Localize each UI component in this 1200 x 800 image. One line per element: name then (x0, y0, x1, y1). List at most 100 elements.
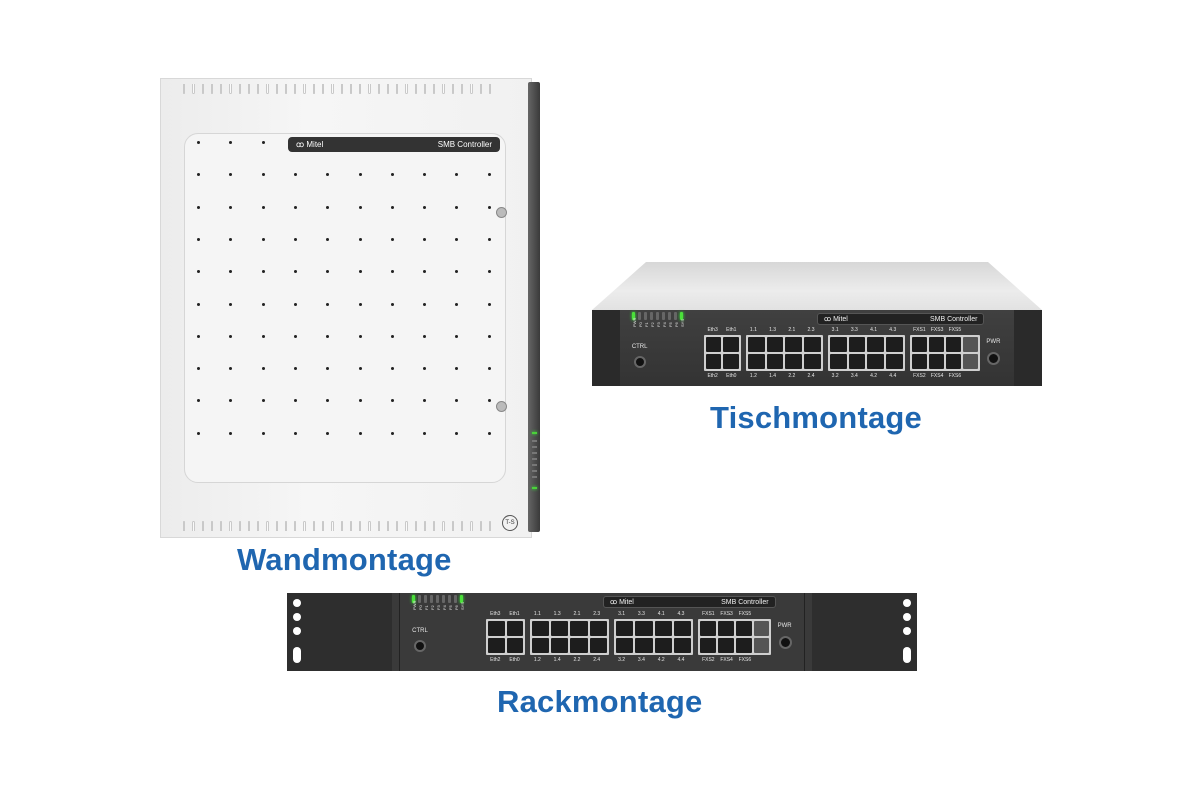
brand-name: Mitel (833, 316, 848, 323)
rj45-port[interactable] (748, 353, 765, 369)
rj45-port[interactable] (570, 620, 588, 637)
port-label: 3.4 (637, 657, 645, 664)
rj45-port[interactable] (963, 353, 979, 369)
rj45-port[interactable] (911, 337, 927, 352)
analog-ports-1[interactable] (529, 618, 610, 656)
led-indicator (532, 464, 537, 466)
rj45-port[interactable] (867, 353, 884, 369)
rj45-port[interactable] (551, 638, 569, 654)
vent-slot (470, 521, 473, 531)
rj45-port[interactable] (804, 353, 821, 369)
rj45-port[interactable] (488, 638, 505, 654)
vent-dot (326, 302, 330, 306)
ctrl-button[interactable] (633, 355, 646, 368)
rj45-port[interactable] (616, 638, 634, 654)
rj45-port[interactable] (753, 638, 770, 654)
rj45-port[interactable] (946, 353, 962, 369)
analog-ports-2[interactable] (614, 618, 694, 656)
fxs-ports[interactable] (698, 618, 772, 656)
vent-dot (326, 237, 330, 241)
rj45-port[interactable] (911, 353, 927, 369)
rj45-port[interactable] (867, 337, 884, 352)
analog-ports-2[interactable] (827, 335, 905, 371)
rj45-port[interactable] (735, 620, 752, 637)
rj45-port[interactable] (804, 337, 821, 352)
rj45-port[interactable] (885, 353, 903, 369)
vent-dot (487, 205, 491, 209)
ts-badge: T-S (502, 515, 518, 531)
rj45-port[interactable] (785, 337, 803, 352)
ethernet-ports[interactable] (486, 618, 525, 656)
rj45-port[interactable] (723, 337, 740, 352)
rj45-port[interactable] (829, 337, 847, 352)
vent-dot (455, 302, 459, 306)
vent-dot (358, 367, 362, 371)
rj45-port[interactable] (506, 638, 523, 654)
rj45-port[interactable] (654, 638, 673, 654)
vent-dot (423, 334, 427, 338)
vent-dot (487, 431, 491, 435)
rj45-port[interactable] (674, 620, 692, 637)
caption-tischmontage: Tischmontage (710, 400, 922, 435)
vent-slot (238, 521, 241, 531)
rj45-port[interactable] (885, 337, 903, 352)
vent-slot (340, 84, 343, 94)
rj45-port[interactable] (928, 337, 945, 352)
rj45-port[interactable] (753, 620, 770, 637)
led-label: PWR (412, 600, 418, 610)
rj45-port[interactable] (589, 620, 608, 637)
rj45-port[interactable] (766, 353, 784, 369)
port-label: Eth1 (726, 327, 737, 334)
ethernet-ports[interactable] (703, 335, 742, 371)
vent-slot (414, 84, 417, 94)
rj45-port[interactable] (723, 353, 740, 369)
rj45-port[interactable] (748, 337, 765, 352)
rj45-port[interactable] (570, 638, 588, 654)
rj45-port[interactable] (551, 620, 569, 637)
rj45-port[interactable] (718, 638, 734, 654)
rj45-port[interactable] (531, 638, 550, 654)
rj45-port[interactable] (674, 638, 692, 654)
vent-dot (358, 334, 362, 338)
port-label: 2.2 (573, 657, 581, 664)
rj45-port[interactable] (848, 353, 866, 369)
rj45-port[interactable] (718, 620, 734, 637)
rj45-port[interactable] (654, 620, 673, 637)
rj45-port[interactable] (766, 337, 784, 352)
rj45-port[interactable] (700, 638, 717, 654)
vent-dot (487, 173, 491, 177)
rj45-port[interactable] (635, 638, 653, 654)
vent-dot (229, 141, 233, 144)
rj45-port[interactable] (963, 337, 979, 352)
led-label: F2 (649, 322, 655, 327)
rj45-port[interactable] (928, 353, 945, 369)
rj45-port[interactable] (829, 353, 847, 369)
vent-slot (321, 84, 325, 94)
fxs-ports[interactable] (909, 335, 981, 371)
vent-dot (293, 302, 297, 306)
rj45-port[interactable] (848, 337, 866, 352)
rj45-port[interactable] (735, 638, 752, 654)
led-label: F0 (637, 322, 643, 327)
rj45-port[interactable] (635, 620, 653, 637)
rj45-port[interactable] (700, 620, 717, 637)
led-f3-icon (436, 595, 440, 603)
port-label: 1.4 (553, 657, 561, 664)
rj45-port[interactable] (705, 337, 722, 352)
rj45-port[interactable] (946, 337, 962, 352)
rj45-port[interactable] (589, 638, 608, 654)
rj45-port[interactable] (705, 353, 722, 369)
vent-dot (390, 367, 394, 371)
vent-dot (390, 205, 394, 209)
rj45-port[interactable] (506, 620, 523, 637)
right-rack-ear (812, 593, 917, 671)
rj45-port[interactable] (531, 620, 550, 637)
rj45-port[interactable] (488, 620, 505, 637)
led-label: F5 (448, 605, 454, 610)
vent-dot (197, 302, 200, 306)
rj45-port[interactable] (616, 620, 634, 637)
analog-ports-1[interactable] (746, 335, 823, 371)
ctrl-button[interactable] (414, 639, 427, 652)
rj45-port[interactable] (785, 353, 803, 369)
